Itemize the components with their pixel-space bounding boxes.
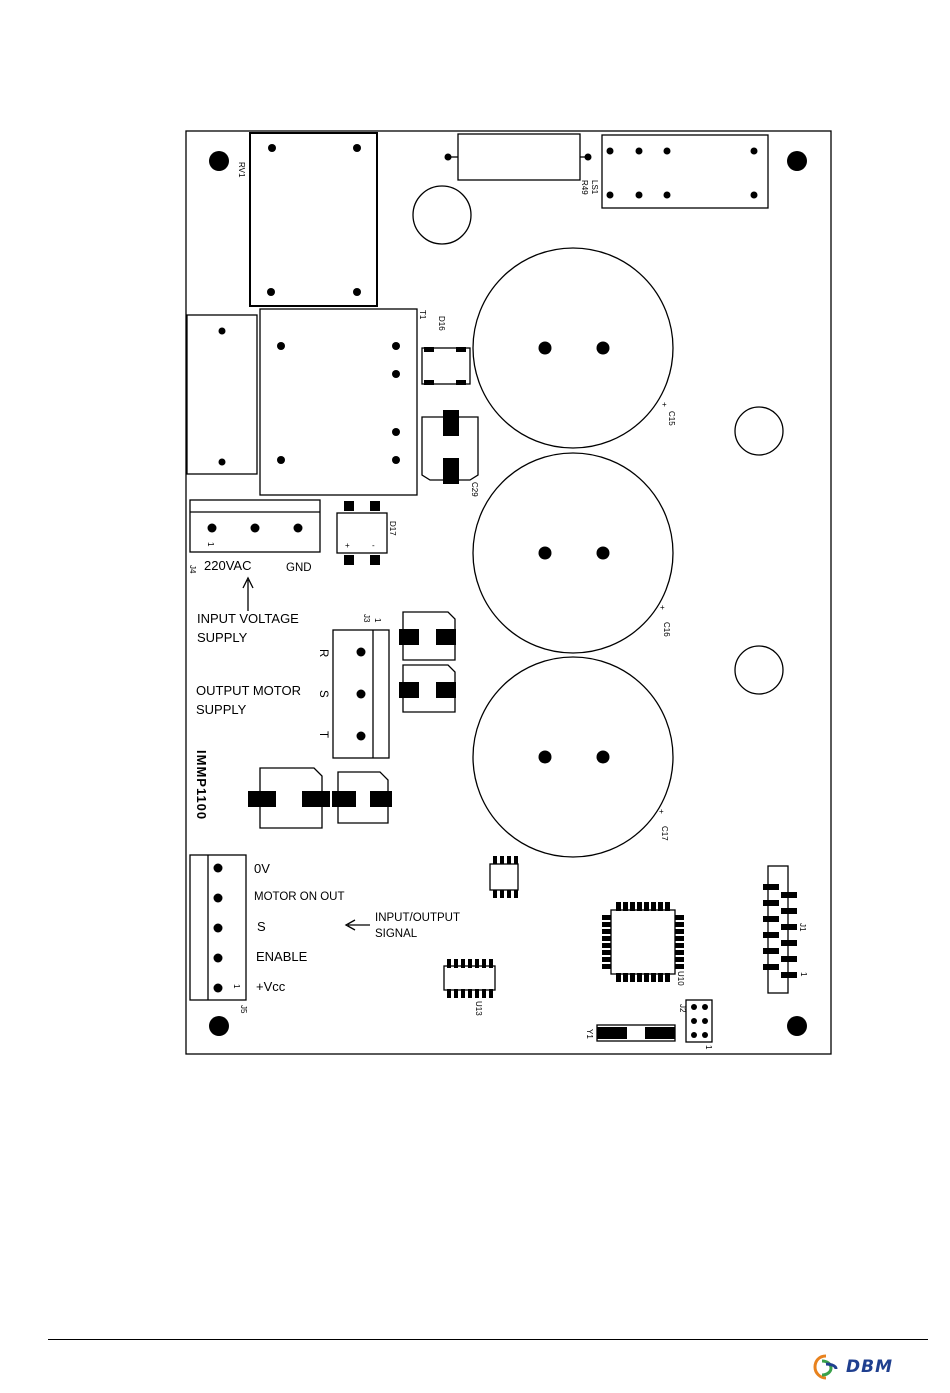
board-model: IMMP1100 — [194, 750, 209, 820]
j5-s-label: S — [257, 919, 266, 934]
ref-rv1: RV1 — [237, 162, 246, 178]
ref-ls1: LS1 — [590, 180, 599, 195]
hole-right-2 — [735, 646, 783, 694]
j2-outline — [686, 1000, 712, 1042]
mount-hole-tl — [209, 151, 229, 171]
j4-voltage-label: 220VAC — [204, 558, 251, 573]
ref-d17: D17 — [388, 521, 397, 536]
output-motor-label-2: SUPPLY — [196, 702, 247, 717]
d16-outline — [422, 348, 470, 384]
input-voltage-label-2: SUPPLY — [197, 630, 248, 645]
j5-vcc-label: +Vcc — [256, 979, 286, 994]
c17-plus: + — [659, 807, 664, 816]
footer-rule — [48, 1339, 928, 1340]
j4-pin1: 1 — [206, 542, 215, 547]
dbm-logo-text: DBM — [846, 1357, 893, 1377]
j5-0v-label: 0V — [254, 861, 270, 876]
d17-minus: - — [372, 541, 375, 550]
ref-j5: J5 — [239, 1005, 248, 1014]
j3-s: S — [317, 690, 329, 698]
j5-pin1: 1 — [232, 984, 241, 989]
ref-d16: D16 — [437, 316, 446, 331]
c16-outline — [473, 453, 673, 653]
input-voltage-label-1: INPUT VOLTAGE — [197, 611, 299, 626]
c17-outline — [473, 657, 673, 857]
io-signal-label-2: SIGNAL — [375, 928, 418, 940]
ls1-outline — [602, 135, 768, 208]
ref-u13: U13 — [474, 1001, 483, 1016]
j4-gnd-label: GND — [286, 562, 312, 574]
c15-outline — [473, 248, 673, 448]
j3-pin1: 1 — [373, 618, 382, 623]
mount-hole-bl — [209, 1016, 229, 1036]
ic-small-pins — [493, 856, 518, 898]
ref-c15: C15 — [667, 411, 676, 426]
r49-outline — [458, 134, 580, 180]
io-signal-label-1: INPUT/OUTPUT — [375, 912, 460, 924]
ic-small — [490, 864, 518, 890]
ref-c29: C29 — [470, 482, 479, 497]
hole-right-1 — [735, 407, 783, 455]
j1-pin1: 1 — [799, 972, 808, 977]
u10-outline — [611, 910, 675, 974]
d17-plus: + — [345, 541, 350, 550]
j2-pin1: 1 — [704, 1045, 713, 1050]
hole-top — [413, 186, 471, 244]
j3-t: T — [317, 731, 329, 738]
mount-hole-br — [787, 1016, 807, 1036]
ref-j2: J2 — [678, 1004, 687, 1013]
ref-j3: J3 — [362, 614, 371, 623]
board-outline — [186, 131, 831, 1054]
dbm-logo-icon — [812, 1353, 840, 1381]
ref-j1: J1 — [798, 923, 807, 932]
j3-r: R — [317, 649, 329, 657]
ref-r49: R49 — [580, 180, 589, 195]
j5-enable-label: ENABLE — [256, 949, 308, 964]
u10-pins — [602, 902, 684, 982]
ref-y1: Y1 — [585, 1029, 594, 1039]
dbm-logo: DBM — [812, 1352, 912, 1382]
ref-u10: U10 — [676, 971, 685, 986]
j5-motor-on-label: MOTOR ON OUT — [254, 891, 345, 903]
t1-outline — [260, 309, 417, 495]
u13-pins — [447, 959, 493, 998]
ref-c17: C17 — [660, 826, 669, 841]
ref-c16: C16 — [662, 622, 671, 637]
output-motor-label-1: OUTPUT MOTOR — [196, 683, 301, 698]
ref-t1: T1 — [418, 310, 427, 320]
u13-outline — [444, 966, 495, 990]
ref-j4: J4 — [188, 565, 197, 574]
rv1-outline — [250, 133, 377, 306]
c15-plus: + — [662, 400, 667, 409]
left-block — [187, 315, 257, 474]
c16-plus: + — [660, 603, 665, 612]
mount-hole-tr — [787, 151, 807, 171]
